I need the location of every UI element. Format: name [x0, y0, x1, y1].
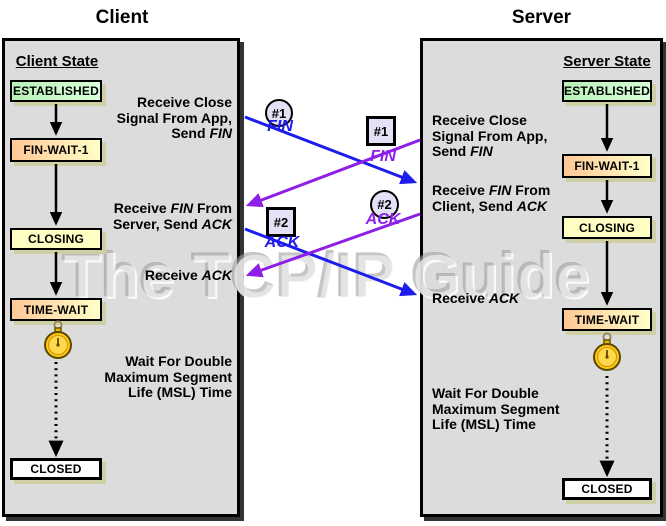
fin-italic: FIN [170, 200, 194, 216]
client-note-receive-fin: Receive FIN From Server, Send ACK [72, 200, 232, 232]
fin-italic: FIN [488, 182, 512, 198]
server-note-wait-msl: Wait For Double Maximum Segment Life (MS… [432, 385, 592, 433]
ack-server-label: ACK [365, 211, 401, 228]
server-state-time-wait: TIME-WAIT [562, 308, 652, 331]
note-line: From [511, 182, 551, 198]
note-line: Wait For Double [432, 385, 539, 401]
note-line: Receive [144, 267, 202, 283]
note-line: Receive Close [432, 112, 527, 128]
client-state-closed: CLOSED [10, 458, 102, 480]
client-state-established: ESTABLISHED [10, 80, 102, 102]
client-state-time-wait: TIME-WAIT [10, 298, 102, 321]
note-line: Signal From App, [432, 127, 548, 144]
note-line: Life (MSL) Time [432, 416, 536, 432]
fin-italic: FIN [470, 143, 493, 159]
note-line: Client, Send [432, 197, 517, 214]
note-line: Wait For Double [125, 353, 232, 369]
fin-client-label: FIN [267, 118, 293, 135]
client-panel [2, 38, 240, 517]
note-line: Server, Send [112, 215, 202, 232]
note-line: From [193, 200, 232, 216]
server-state-heading: Server State [563, 53, 651, 70]
note-line: Receive [432, 182, 489, 198]
note-line: Maximum Segment [432, 400, 560, 417]
note-line: Signal From App, [116, 109, 232, 126]
client-state-heading: Client State [15, 53, 99, 70]
server-title: Server [511, 7, 572, 28]
server-state-closed: CLOSED [562, 478, 652, 500]
server-panel [420, 38, 663, 517]
ack-italic: ACK [488, 290, 520, 306]
msl-timer-clock-icon [593, 332, 621, 371]
ack-italic: ACK [516, 197, 548, 214]
client-note-receive-ack: Receive ACK [92, 267, 232, 284]
note-line: Send [171, 125, 210, 141]
client-state-closing: CLOSING [10, 228, 102, 250]
note-line: Send [432, 143, 471, 159]
message-2-client-badge: #2 [266, 207, 296, 237]
note-line: Receive [432, 290, 489, 306]
ack-italic: ACK [201, 267, 232, 283]
fin-italic: FIN [209, 125, 232, 141]
note-line: Maximum Segment [104, 368, 232, 385]
server-state-closing: CLOSING [562, 216, 652, 239]
ack-client-label: ACK [264, 234, 300, 251]
server-state-established: ESTABLISHED [562, 80, 652, 102]
message-1-server-badge: #1 [366, 116, 396, 146]
fin-server-label: FIN [370, 148, 396, 165]
client-state-fin-wait-1: FIN-WAIT-1 [10, 138, 102, 162]
server-note-receive-ack: Receive ACK [432, 290, 572, 307]
client-title: Client [95, 7, 149, 28]
note-line: Receive [113, 200, 171, 216]
server-state-fin-wait-1: FIN-WAIT-1 [562, 154, 652, 178]
note-line: Receive Close [137, 94, 232, 110]
note-line: Life (MSL) Time [128, 384, 232, 400]
server-note-receive-fin: Receive FIN From Client, Send ACK [432, 182, 592, 214]
ack-italic: ACK [201, 215, 232, 232]
client-note-wait-msl: Wait For Double Maximum Segment Life (MS… [72, 353, 232, 401]
server-note-receive-close: Receive Close Signal From App, Send FIN [432, 112, 582, 160]
client-note-receive-close: Receive Close Signal From App, Send FIN [82, 94, 232, 142]
msl-timer-clock-icon [44, 320, 72, 359]
